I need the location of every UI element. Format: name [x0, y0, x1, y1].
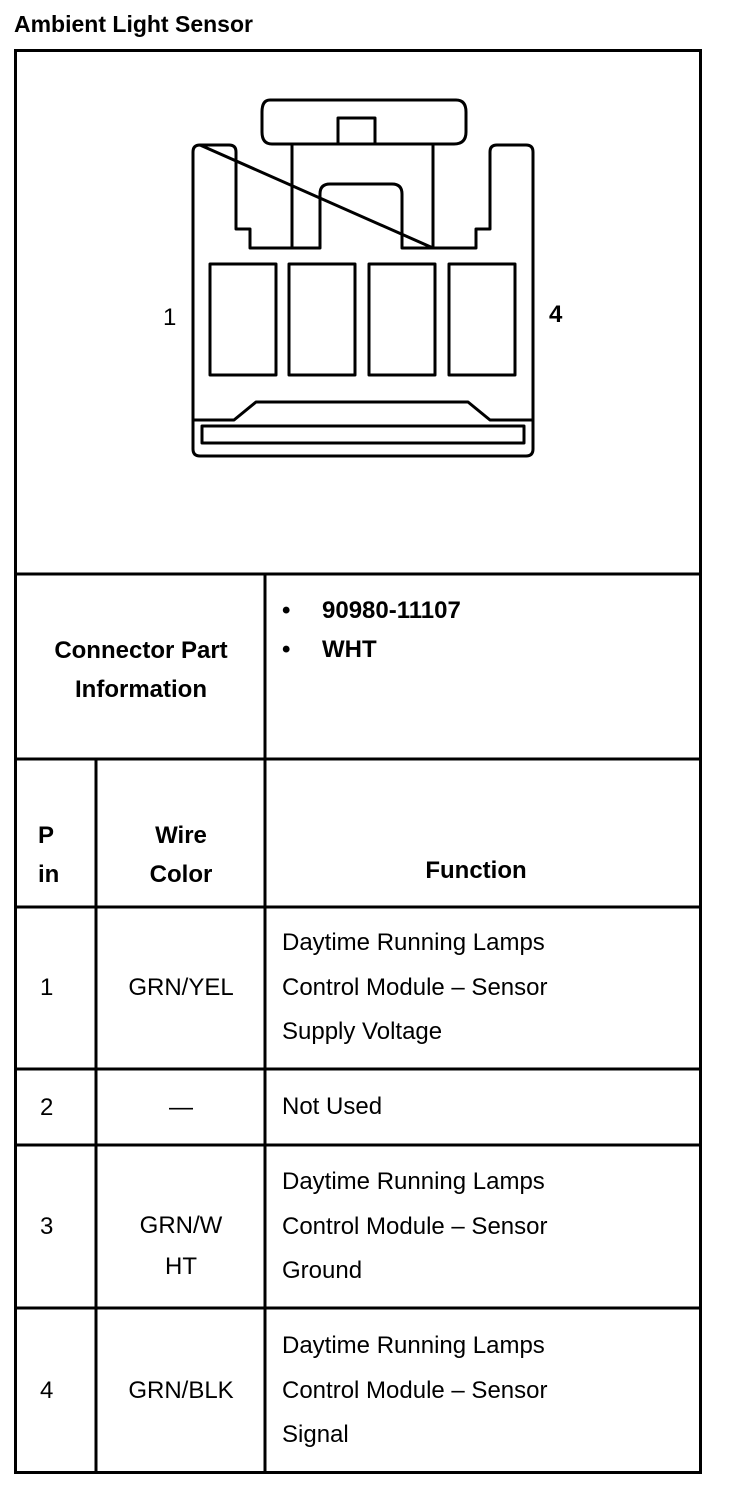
function-line: Ground — [282, 1257, 363, 1284]
function-line: Supply Voltage — [282, 1018, 443, 1045]
connector-keyway — [292, 182, 433, 250]
function-line: Control Module – Sensor — [282, 1212, 548, 1240]
table-row-function: Daytime Running Lamps Control Module – S… — [282, 1324, 692, 1458]
wire-color-line: — — [169, 1094, 193, 1121]
wire-color-line: GRN/YEL — [128, 974, 234, 1001]
connector-cavity-2 — [287, 262, 357, 377]
connector-bottom-rail — [200, 424, 526, 445]
connector-info-item: • 90980-11107 — [282, 591, 461, 630]
connector-pin-label-left: 1 — [163, 304, 177, 331]
function-line: Control Module – Sensor — [282, 1376, 548, 1404]
connector-cavity-1 — [208, 262, 278, 377]
table-row-wire-color: GRN/YEL — [96, 967, 266, 1008]
wire-color-line: HT — [165, 1253, 197, 1280]
connector-info-header-line1: Connector Part — [54, 637, 228, 664]
wire-color-line: GRN/BLK — [128, 1377, 234, 1404]
table-row-pin: 4 — [40, 1377, 54, 1404]
connector-cavity-4 — [447, 262, 517, 377]
function-line: Signal — [282, 1421, 349, 1448]
connector-color: WHT — [322, 636, 377, 663]
connector-part-number: 90980-11107 — [322, 597, 461, 624]
connector-drawing — [191, 98, 535, 458]
table-row-pin: 3 — [40, 1213, 54, 1240]
column-header-pin-line1: P — [38, 822, 55, 849]
page-title: Ambient Light Sensor — [14, 11, 253, 37]
connector-info-header: Connector Part Information — [18, 631, 264, 709]
bullet-icon: • — [282, 597, 291, 624]
connector-bottom-bevel — [193, 400, 533, 422]
connector-cavity-3 — [367, 262, 437, 377]
function-line: Control Module – Sensor — [282, 973, 548, 1001]
connector-info-list: • 90980-11107 • WHT — [282, 591, 461, 669]
table-row-function: Daytime Running Lamps Control Module – S… — [282, 921, 692, 1055]
wire-color-line: GRN/W — [139, 1212, 223, 1239]
table-row-function: Daytime Running Lamps Control Module – S… — [282, 1160, 692, 1294]
column-header-pin: P in — [38, 816, 68, 894]
table-row-wire-color: GRN/W HT — [96, 1205, 266, 1287]
function-line: Not Used — [282, 1093, 383, 1120]
column-header-function: Function — [425, 857, 527, 884]
bullet-icon: • — [282, 636, 291, 663]
column-header-wire-line1: Wire — [155, 822, 207, 849]
table-row-pin: 2 — [40, 1094, 54, 1121]
column-header-wire-line2: Color — [149, 861, 213, 888]
column-header-wire-color: Wire Color — [96, 816, 266, 894]
table-row-function: Not Used — [282, 1085, 692, 1130]
function-line: Daytime Running Lamps — [282, 929, 545, 956]
table-row-pin: 1 — [40, 974, 54, 1001]
connector-latch — [260, 98, 468, 146]
connector-info-header-line2: Information — [75, 676, 207, 703]
table-row-wire-color: — — [96, 1087, 266, 1128]
connector-latch-nub — [336, 116, 377, 146]
column-header-pin-line2: in — [38, 861, 60, 888]
connector-housing — [191, 143, 535, 458]
function-line: Daytime Running Lamps — [282, 1168, 545, 1195]
function-line: Daytime Running Lamps — [282, 1332, 545, 1359]
connector-pin-label-right: 4 — [549, 301, 563, 328]
table-row-wire-color: GRN/BLK — [96, 1370, 266, 1411]
table-outer-border — [14, 49, 702, 1474]
connector-info-item: • WHT — [282, 630, 461, 669]
